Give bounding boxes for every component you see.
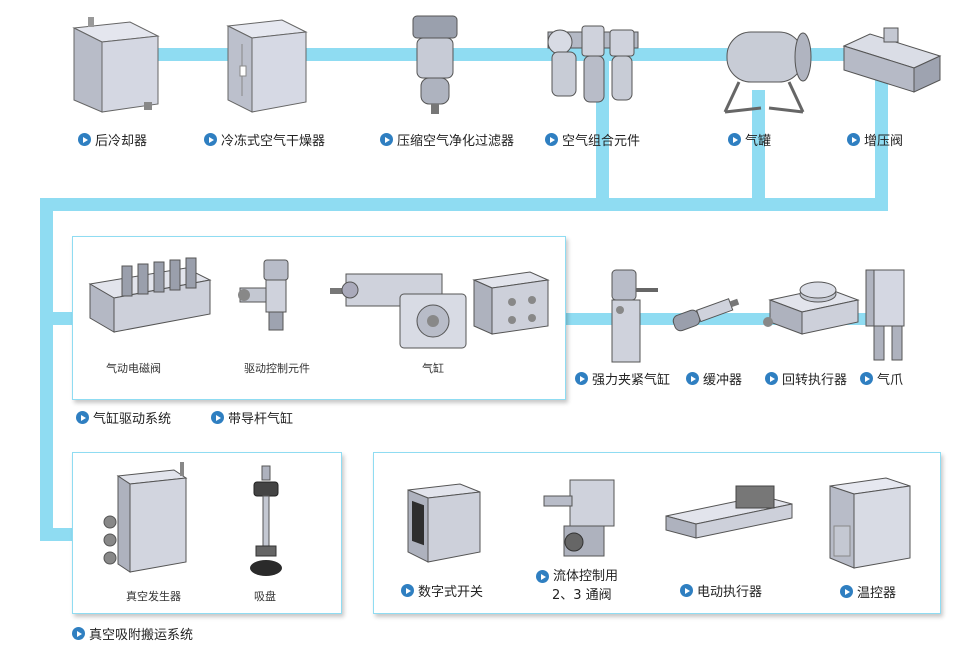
shock-absorber-icon[interactable]: [668, 288, 740, 338]
rotary-actuator-icon[interactable]: [762, 276, 862, 338]
arrow-right-icon: [728, 133, 741, 146]
arrow-right-icon: [840, 585, 853, 598]
arrow-right-icon: [72, 627, 85, 640]
guided-cylinder-icon[interactable]: [470, 268, 552, 338]
electric-actuator-icon[interactable]: [662, 482, 797, 542]
arrow-right-icon: [204, 133, 217, 146]
booster-valve-label[interactable]: 增压阀: [847, 130, 903, 149]
arrow-right-icon: [536, 570, 549, 583]
vacuum-generator-icon[interactable]: [100, 462, 196, 580]
digital-switch-label[interactable]: 数字式开关: [401, 581, 483, 600]
arrow-right-icon: [76, 411, 89, 424]
guided-cylinder-label[interactable]: 带导杆气缸: [211, 408, 293, 427]
pneumatic-solenoid-valve-label: 气动电磁阀: [106, 362, 161, 375]
air-combination-unit-icon[interactable]: [544, 22, 644, 114]
arrow-right-icon: [78, 133, 91, 146]
arrow-right-icon: [680, 584, 693, 597]
power-clamp-cylinder-icon[interactable]: [598, 268, 660, 364]
rotary-actuator-label[interactable]: 回转执行器: [765, 369, 847, 388]
cylinder-label: 气缸: [422, 362, 444, 375]
vacuum-generator-label: 真空发生器: [126, 590, 181, 603]
arrow-right-icon: [575, 372, 588, 385]
arrow-right-icon: [380, 133, 393, 146]
digital-switch-icon[interactable]: [404, 480, 484, 566]
drive-control-element-icon[interactable]: [236, 258, 300, 334]
refrigerated-dryer-label[interactable]: 冷冻式空气干燥器: [204, 130, 325, 149]
drive-control-element-label: 驱动控制元件: [244, 362, 310, 375]
vacuum-system-label[interactable]: 真空吸附搬运系统: [72, 624, 193, 643]
cylinder-icon[interactable]: [330, 262, 470, 352]
shock-absorber-label[interactable]: 缓冲器: [686, 369, 742, 388]
pneumatic-solenoid-valve-icon[interactable]: [86, 257, 216, 338]
pipe-left-vertical: [40, 198, 53, 538]
arrow-right-icon: [860, 372, 873, 385]
booster-valve-icon[interactable]: [840, 26, 945, 96]
after-cooler-icon[interactable]: [70, 14, 165, 114]
pipe-to-drive-box: [40, 312, 80, 325]
temperature-controller-label[interactable]: 温控器: [840, 582, 896, 601]
suction-cup-icon[interactable]: [246, 464, 286, 582]
electric-actuator-label[interactable]: 电动执行器: [680, 581, 762, 600]
arrow-right-icon: [211, 411, 224, 424]
pipe-return-horizontal: [40, 198, 888, 211]
temperature-controller-icon[interactable]: [826, 474, 916, 572]
arrow-right-icon: [686, 372, 699, 385]
air-tank-icon[interactable]: [715, 24, 815, 116]
air-gripper-label[interactable]: 气爪: [860, 369, 903, 388]
pipe-booster-drop: [875, 55, 888, 210]
arrow-right-icon: [847, 133, 860, 146]
vacuum-box: [72, 452, 342, 614]
after-cooler-label[interactable]: 后冷却器: [78, 130, 147, 149]
cylinder-drive-system-label[interactable]: 气缸驱动系统: [76, 408, 171, 427]
pipe-tank-drop: [752, 90, 765, 210]
air-tank-label[interactable]: 气罐: [728, 130, 771, 149]
arrow-right-icon: [401, 584, 414, 597]
fluid-valve-label[interactable]: 流体控制用 2、3 通阀: [536, 567, 618, 605]
refrigerated-dryer-icon[interactable]: [222, 16, 312, 116]
pipe-to-vacuum-box: [40, 528, 80, 541]
power-clamp-cylinder-label[interactable]: 强力夹紧气缸: [575, 369, 670, 388]
compressed-air-filter-label[interactable]: 压缩空气净化过滤器: [380, 130, 514, 149]
arrow-right-icon: [545, 133, 558, 146]
fluid-valve-icon[interactable]: [543, 478, 624, 562]
arrow-right-icon: [765, 372, 778, 385]
fluid-valve-label-line2: 2、3 通阀: [552, 588, 612, 603]
suction-cup-label: 吸盘: [254, 590, 276, 603]
air-combination-unit-label[interactable]: 空气组合元件: [545, 130, 640, 149]
compressed-air-filter-icon[interactable]: [405, 12, 465, 117]
air-gripper-icon[interactable]: [862, 266, 916, 362]
